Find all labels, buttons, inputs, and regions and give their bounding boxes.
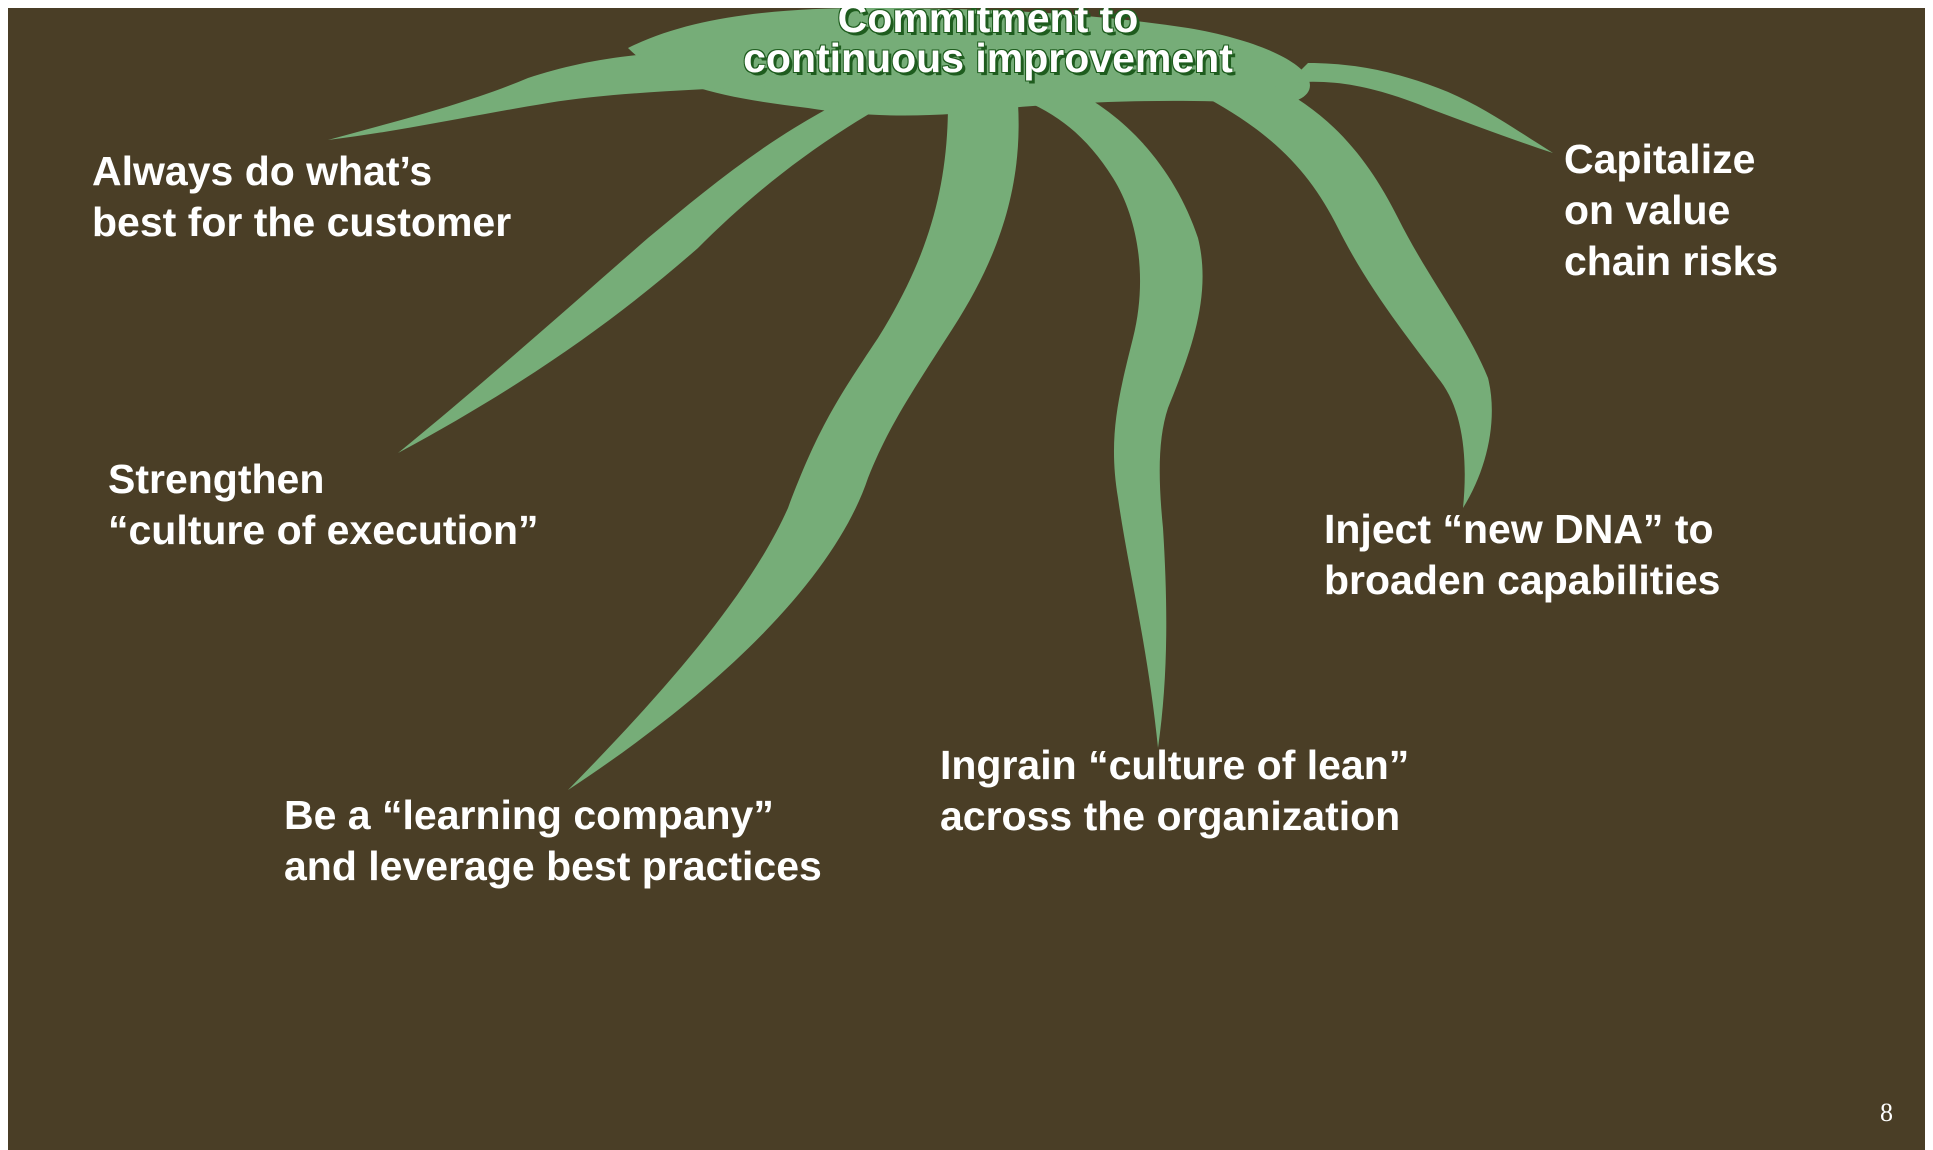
- root-crown: [628, 8, 1310, 116]
- root-dna: [1188, 78, 1492, 508]
- branch-label-lean: Ingrain “culture of lean” across the org…: [940, 742, 1410, 839]
- branch-label-dna: Inject “new DNA” to broaden capabilities: [1324, 506, 1721, 603]
- root-lean: [1018, 98, 1203, 748]
- branch-label-learning: Be a “learning company” and leverage bes…: [284, 792, 822, 889]
- branch-label-customer: Always do what’s best for the customer: [92, 148, 512, 245]
- root-value-chain: [1288, 63, 1553, 153]
- root-learning: [568, 103, 1019, 790]
- roots-illustration: [328, 8, 1553, 790]
- page-number: 8: [1880, 1098, 1893, 1127]
- root-customer: [328, 51, 768, 140]
- root-execution: [398, 98, 888, 453]
- branch-label-execution: Strengthen “culture of execution”: [108, 456, 539, 553]
- diagram-title: Commitment to continuous improvement: [743, 8, 1233, 81]
- branch-label-value-chain: Capitalize on value chain risks: [1564, 136, 1779, 284]
- slide: Commitment to continuous improvement Alw…: [8, 8, 1925, 1150]
